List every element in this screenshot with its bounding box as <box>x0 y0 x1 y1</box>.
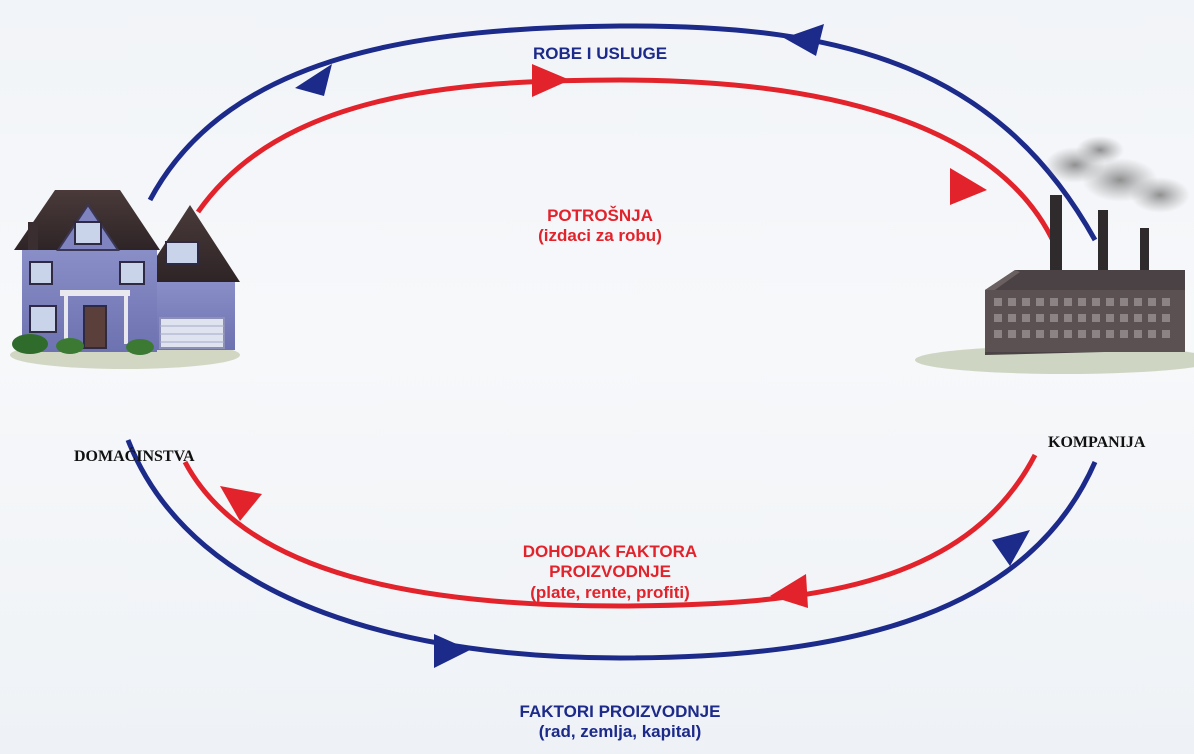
company-label: KOMPANIJA <box>1048 434 1146 451</box>
household-label: DOMAĆINSTVA <box>74 448 195 465</box>
consumption-title: POTROŠNJA <box>547 206 653 225</box>
factor-income-subtitle: (plate, rente, profiti) <box>530 582 690 602</box>
blue-arrow-top-right <box>784 24 824 56</box>
red-flow-top-arc <box>195 77 1058 247</box>
factors-subtitle: (rad, zemlja, kapital) <box>538 722 702 742</box>
factor-income-title-2: PROIZVODNJE <box>549 562 671 582</box>
blue-arrow-top-left <box>295 64 332 96</box>
blue-flow-bottom-arc <box>125 439 1098 661</box>
red-arrow-bottom-right <box>770 574 808 608</box>
goods-and-services-label: ROBE I USLUGE <box>470 44 730 64</box>
blue-arrow-bottom-right <box>992 530 1030 566</box>
consumption-label: POTROŠNJA (izdaci za robu) <box>470 206 730 247</box>
red-arrow-top-middle <box>532 64 570 97</box>
goods-and-services-text: ROBE I USLUGE <box>532 44 668 63</box>
factor-income-label: DOHODAK FAKTORA PROIZVODNJE (plate, rent… <box>460 542 760 603</box>
house-icon <box>10 190 240 369</box>
factors-title: FAKTORI PROIZVODNJE <box>519 702 721 721</box>
factory-icon <box>915 136 1194 374</box>
consumption-subtitle: (izdaci za robu) <box>538 226 662 246</box>
blue-arrow-bottom-middle <box>434 634 470 668</box>
blue-flow-top-arc <box>147 23 1098 242</box>
factor-income-title-1: DOHODAK FAKTORA <box>522 542 698 561</box>
red-arrow-bottom-left <box>220 486 262 521</box>
red-flow-bottom-arc <box>182 453 1038 609</box>
red-arrow-top-right <box>950 168 987 205</box>
factors-of-production-label: FAKTORI PROIZVODNJE (rad, zemlja, kapita… <box>440 702 800 743</box>
